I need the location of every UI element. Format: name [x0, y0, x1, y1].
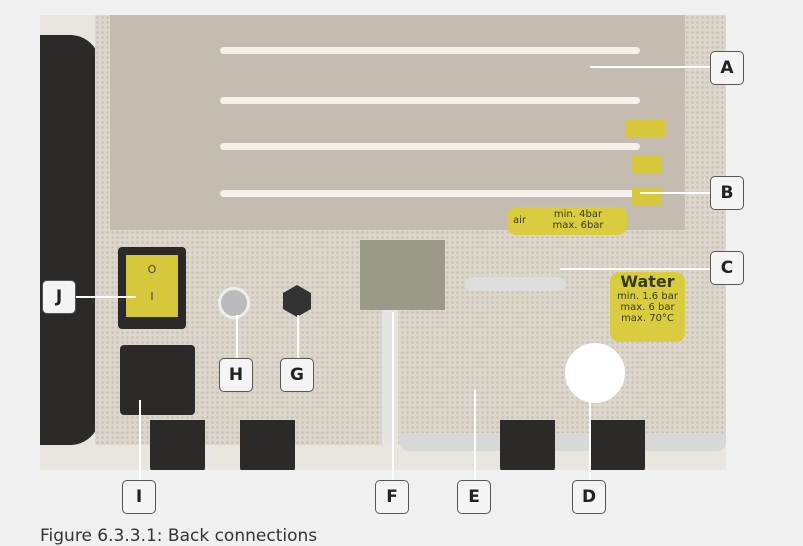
foot [240, 420, 295, 470]
label-a: A [710, 51, 744, 85]
air-connector [360, 240, 445, 310]
water-pipe [400, 433, 726, 451]
leader-e [474, 390, 476, 480]
label-h: H [219, 358, 253, 392]
label-d: D [572, 480, 606, 514]
leader-a [590, 66, 710, 68]
label-f: F [375, 480, 409, 514]
foot [150, 420, 205, 470]
label-g: G [280, 358, 314, 392]
air-pressure-tag: air min. 4bar max. 6bar [507, 207, 627, 235]
fuse [625, 120, 665, 138]
label-e: E [457, 480, 491, 514]
label-i: I [122, 480, 156, 514]
machine-back-photo: air min. 4bar max. 6bar Water min. 1.6 b… [40, 15, 726, 470]
leader-d [589, 385, 591, 480]
foot [590, 420, 645, 470]
air-hose [465, 277, 565, 291]
power-socket [120, 345, 195, 415]
leader-g [297, 315, 299, 360]
port-g [283, 285, 311, 317]
figure-caption: Figure 6.3.3.1: Back connections [40, 526, 318, 546]
label-j: J [42, 280, 76, 314]
leader-c [560, 268, 710, 270]
side-panel [40, 35, 100, 445]
drain-pipe [382, 310, 398, 445]
fuse [632, 187, 662, 205]
power-switch[interactable]: O I [118, 247, 186, 329]
vent-plate [110, 15, 685, 230]
leader-h [236, 315, 238, 360]
fuse [632, 155, 662, 173]
foot [500, 420, 555, 470]
leader-j [76, 296, 136, 298]
leader-i [139, 400, 141, 480]
port-h [218, 287, 250, 319]
label-b: B [710, 176, 744, 210]
label-c: C [710, 251, 744, 285]
water-pressure-tag: Water min. 1.6 bar max. 6 bar max. 70°C [610, 272, 685, 342]
leader-b [640, 192, 710, 194]
water-inlet [565, 343, 625, 403]
leader-f [392, 312, 394, 480]
